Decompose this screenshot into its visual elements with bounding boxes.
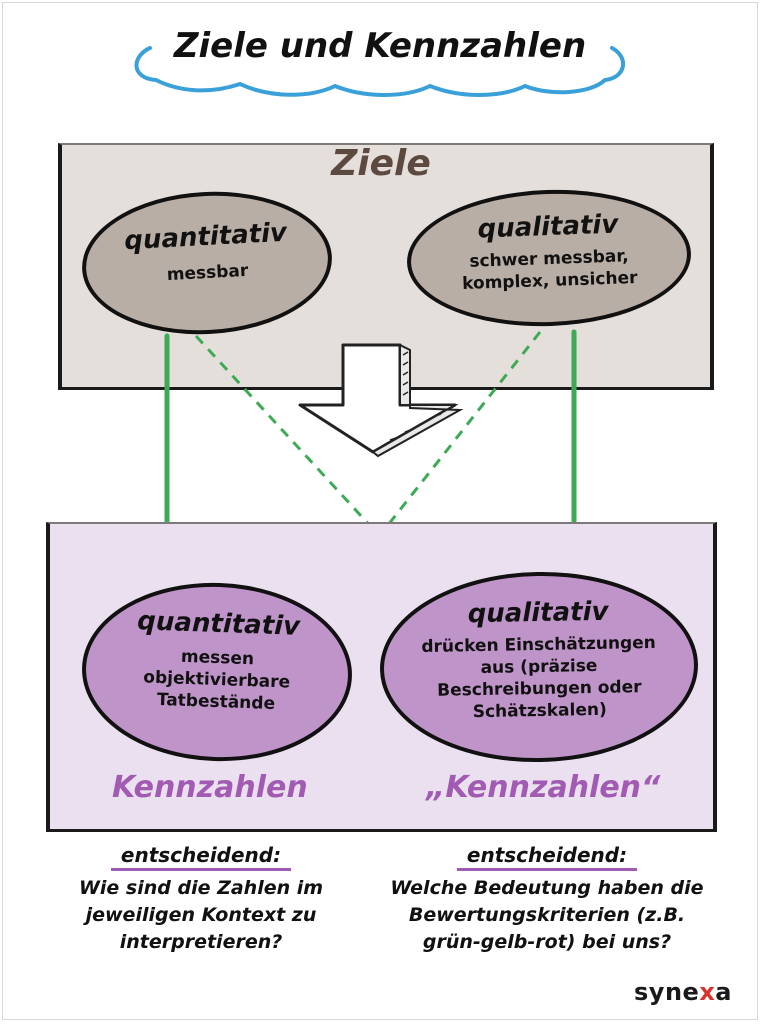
ziele-heading: Ziele: [331, 143, 431, 184]
note-left-head: entscheidend:: [110, 842, 292, 871]
ziel-quantitativ-text: messbar: [166, 260, 249, 286]
brand-logo: synexa: [634, 978, 732, 1006]
kennzahlen-label-right: „Kennzahlen“: [426, 770, 661, 805]
note-left-line-3: interpretieren?: [119, 931, 283, 953]
page-title: Ziele und Kennzahlen: [173, 26, 587, 66]
note-right-line-2: Bewertungskriterien (z.B.: [408, 904, 686, 926]
note-right-line-1: Welche Bedeutung haben die: [390, 877, 704, 899]
note-right-line-3: grün-gelb-rot) bei uns?: [422, 931, 672, 953]
big-down-arrow: [298, 343, 464, 458]
note-right-head: entscheidend:: [456, 842, 638, 871]
brand-prefix: syne: [634, 978, 700, 1006]
note-left-line-1: Wie sind die Zahlen im: [78, 877, 324, 899]
ziel-qualitativ-title: qualitativ: [477, 209, 619, 245]
brand-accent: x: [699, 978, 716, 1006]
ziel-quantitativ-title: quantitativ: [123, 217, 288, 257]
note-right: entscheidend: Welche Bedeutung haben die…: [382, 842, 712, 956]
kennzahl-qualitativ-text-4: Schätzskalen): [472, 699, 607, 723]
kennzahlen-label-left: Kennzahlen: [112, 770, 308, 805]
brand-suffix: a: [715, 978, 732, 1006]
kennzahl-quantitativ-title: quantitativ: [136, 606, 301, 642]
title-banner: Ziele und Kennzahlen: [120, 18, 640, 108]
note-left: entscheidend: Wie sind die Zahlen im jew…: [46, 842, 356, 956]
note-left-line-2: jeweiligen Kontext zu: [85, 904, 317, 926]
cloud-underline: [134, 46, 625, 97]
kennzahl-qualitativ-title: qualitativ: [467, 596, 609, 630]
